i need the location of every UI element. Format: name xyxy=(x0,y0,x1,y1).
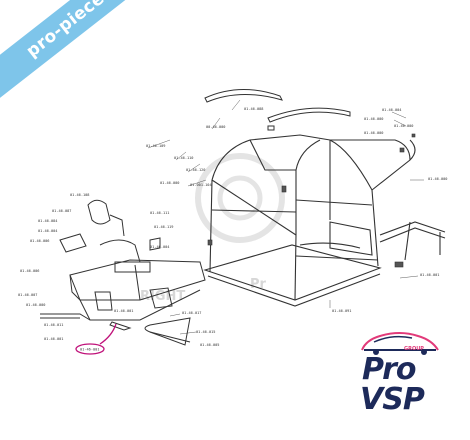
callout-label: 01-46-007 xyxy=(18,293,37,297)
roof-trim xyxy=(204,88,351,131)
watermark-text: RIGHT xyxy=(140,289,185,304)
highlighted-callout-label: 01-46-001 xyxy=(80,348,99,352)
callout-label: 01-46-119 xyxy=(154,225,173,229)
chassis-frame xyxy=(203,134,446,307)
callout-label: 01-46-017 xyxy=(182,311,201,315)
callout-label: 01-46-004 xyxy=(38,229,57,233)
callout-label: 01-46-004 xyxy=(382,108,401,112)
callout-label: 01-46-000 xyxy=(160,181,179,185)
callout-label: 01-46-006 xyxy=(20,269,39,273)
logo-pro-text: Pro xyxy=(362,352,416,387)
callout-label: 01-46-000 xyxy=(394,124,413,128)
callout-label: 01-46-005 xyxy=(200,343,219,347)
callout-label: 01-46-084 xyxy=(38,219,57,223)
callout-label: 01-46-001 xyxy=(114,309,133,313)
callout-label: 01-46-000 xyxy=(26,303,45,307)
car-icon xyxy=(361,332,439,355)
logo-group-text: GROUP xyxy=(404,346,424,352)
callout-label: 01-46-110 xyxy=(174,156,193,160)
callout-label: 01-46-011 xyxy=(44,323,63,327)
watermark-text-2: Pr xyxy=(250,277,267,292)
callout-label: 01-46-000 xyxy=(428,177,447,181)
callout-label: 01-46-120 xyxy=(186,168,205,172)
callout-label: 01-46-109 xyxy=(146,144,165,148)
callout-label: 01-46-091 xyxy=(332,309,351,313)
callout-label: 01-46-000 xyxy=(364,117,383,121)
callout-labels xyxy=(147,99,424,335)
watermark-emblem xyxy=(195,153,285,243)
front-structure xyxy=(40,199,206,346)
small-brackets xyxy=(207,133,416,268)
callout-label: 01-46-087 xyxy=(52,209,71,213)
callout-label: 01-46-001 xyxy=(420,273,439,277)
highlighted-part-callout: 01-46-001 xyxy=(75,323,117,355)
callout-label: 01-46-088 xyxy=(244,107,263,111)
callout-texts: 01-46-088 00-46-000 01-46-109 01-46-110 … xyxy=(18,107,447,347)
logo-vsp-text: VSP xyxy=(360,382,425,417)
callout-label: 01-46-004 xyxy=(150,245,169,249)
callout-label: 01-46-006 xyxy=(30,239,49,243)
callout-label: 01-46-000 xyxy=(364,131,383,135)
callout-label: 01-46-111 xyxy=(150,211,169,215)
callout-label: 00-46-000 xyxy=(206,125,225,129)
callout-label: 01-46-001 xyxy=(44,337,63,341)
callout-label: 01-46-108 xyxy=(70,193,89,197)
callout-label: 01-001-104 xyxy=(190,183,212,187)
callout-label: 01-46-015 xyxy=(196,330,215,334)
brand-logo: GROUP Pro VSP xyxy=(352,322,448,426)
